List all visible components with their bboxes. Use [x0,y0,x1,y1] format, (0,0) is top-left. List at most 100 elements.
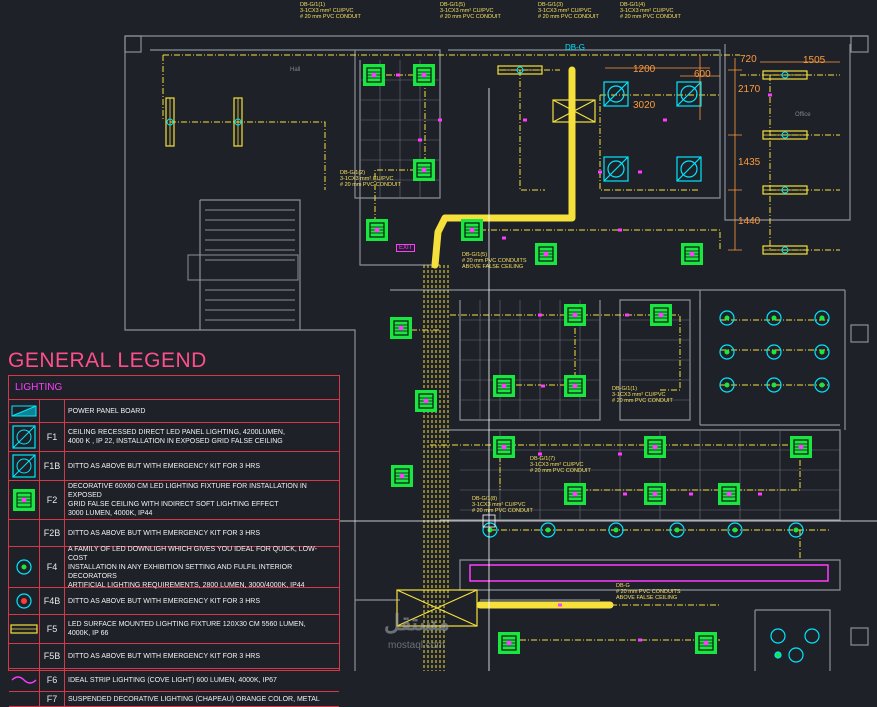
switch-marker [418,138,422,142]
f4-downlight [788,522,804,538]
dimension-600: 600 [694,69,711,80]
f2-fixture [391,465,413,487]
circuit-label: DB-G/1(8) 3-1CX3 mm² CU/PVC # 20 mm PVC … [472,496,533,514]
switch-marker [768,93,772,97]
legend-code [40,400,65,422]
main-conduit [431,66,614,609]
conduit-bundle [423,265,449,671]
cove-strip [469,564,829,582]
legend-code: F2 [40,481,65,519]
dimension-2170: 2170 [738,84,761,95]
legend-row: POWER PANEL BOARD [9,400,339,423]
legend-description: SUSPENDED DECORATIVE LIGHTING (CHAPEAU) … [68,695,320,703]
watermark-url: mostaql.com [388,640,445,651]
f5-fixture [165,97,175,147]
f2-fixture [493,436,515,458]
legend-symbol-icon [9,547,40,587]
legend-symbol-icon [9,615,40,643]
f4-downlight [814,377,830,393]
f2-fixture [644,436,666,458]
f4-downlight [766,377,782,393]
circuit-label: DB-G/1(4) 3-1CX3 mm² CU/PVC # 20 mm PVC … [620,2,681,20]
f4-downlight [814,310,830,326]
switch-marker [538,313,542,317]
f2-fixture [650,304,672,326]
f2-fixture [366,219,388,241]
legend-description: CEILING RECESSED DIRECT LED PANEL LIGHTI… [68,429,285,445]
legend-symbol-icon [9,423,40,451]
switch-marker [523,118,527,122]
circuit-label: DB-G/1(3) 3-1CX3 mm² CU/PVC # 20 mm PVC … [538,2,599,20]
switch-marker [638,170,642,174]
legend-symbol-icon [9,481,40,519]
room-name: Office [795,112,811,118]
f2-fixture [535,243,557,265]
switch-marker [618,452,622,456]
f5-fixture [762,245,808,255]
f2-fixture [498,632,520,654]
legend-description: A FAMILY OF LED DOWNLIGH WHICH GIVES YOU… [68,545,317,589]
f4-downlight [766,344,782,360]
circuit-label: DB-G/1(2) 3-1CX3 mm² CU/PVC # 20 mm PVC … [340,170,401,188]
f4-downlight [814,344,830,360]
f2-fixture [564,304,586,326]
legend-symbol-icon [9,520,40,546]
panel-boards [396,99,596,627]
f5-fixture [497,65,543,75]
legend-section: LIGHTING [9,376,339,400]
db-tag: DB-G [565,43,585,52]
switch-marker [663,118,667,122]
legend-description: DITTO AS ABOVE BUT WITH EMERGENCY KIT FO… [68,529,261,537]
f4-downlight [719,377,735,393]
circuit-label: DB-G/1(1) 3-1CX3 mm² CU/PVC # 20 mm PVC … [300,2,361,20]
switch-marker [689,492,693,496]
legend-symbol-icon [9,588,40,614]
f2-fixtures [363,64,812,654]
watermark-logo: مستقل [384,610,450,635]
dimension-1505: 1505 [803,55,826,66]
legend-code: F4 [40,547,65,587]
legend-title: GENERAL LEGEND [8,349,207,372]
walls [124,35,869,671]
dimension-1200: 1200 [633,64,656,75]
f4-downlight [727,522,743,538]
circuit-label: DB-G/1(5) # 20 mm PVC CONDUITS ABOVE FAL… [462,252,527,270]
f2-fixture [415,390,437,412]
legend-symbol-icon [9,669,40,691]
f4-downlight [766,310,782,326]
room-name: Hall [290,67,301,73]
dimension-lines [605,55,840,251]
f2-fixture [790,436,812,458]
legend-description: DITTO AS ABOVE BUT WITH EMERGENCY KIT FO… [68,652,261,660]
f2-fixture [413,159,435,181]
dimension-1440: 1440 [738,216,761,227]
switch-marker [558,603,562,607]
circuit-label: DB-G/1(1) 3-1CX3 mm² CU/PVC # 20 mm PVC … [612,386,673,404]
f5-fixtures [165,65,808,255]
circuit-label: DB-G/1(5) 3-1CX3 mm² CU/PVC # 20 mm PVC … [440,2,501,20]
dimension-1435: 1435 [738,157,761,168]
legend-description: LED SURFACE MOUNTED LIGHTING FIXTURE 120… [68,621,306,637]
legend-code: F4B [40,588,65,614]
legend-description: POWER PANEL BOARD [68,407,146,415]
f2-fixture [461,219,483,241]
legend-description: DITTO AS ABOVE BUT WITH EMERGENCY KIT FO… [68,597,261,605]
f4-downlight [719,310,735,326]
legend-description: DECORATIVE 60X60 CM LED LIGHTING FIXTURE… [68,483,307,517]
f2-fixture [564,483,586,505]
legend-code: F7 [40,692,65,706]
cursor-crosshair [340,88,877,671]
switch-marker [396,73,400,77]
switch-marker [758,492,762,496]
f5-fixture [762,130,808,140]
f5-fixture [762,185,808,195]
switch-marker [623,492,627,496]
f2-fixture [390,317,412,339]
